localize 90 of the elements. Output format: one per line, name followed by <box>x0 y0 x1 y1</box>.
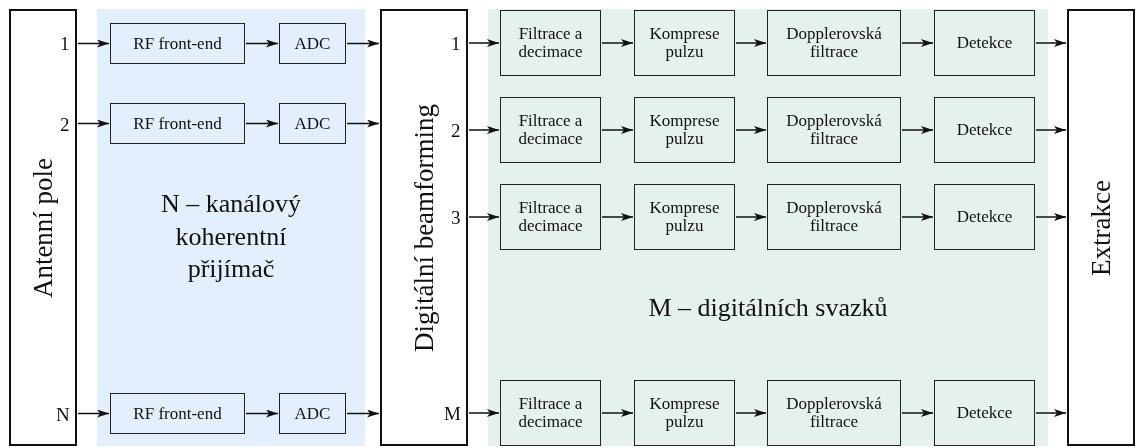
block-box <box>1067 9 1135 446</box>
process-box <box>634 184 735 250</box>
arrow <box>901 39 934 47</box>
arrow <box>601 126 634 134</box>
process-box <box>279 23 346 64</box>
port-number: 2 <box>60 114 70 134</box>
box-label: ADC <box>294 114 331 133</box>
arrow <box>468 39 500 47</box>
block-label: Digitální beamforming <box>408 103 440 352</box>
arrow <box>901 126 934 134</box>
arrow <box>346 39 380 48</box>
arrow <box>901 409 934 417</box>
box-label: Filtrace a decimace <box>517 395 584 431</box>
process-box <box>767 184 901 250</box>
process-box <box>767 97 901 163</box>
process-box <box>634 380 735 446</box>
block-label: Antenní pole <box>27 157 59 298</box>
box-label: RF front-end <box>133 114 222 133</box>
block-box <box>380 9 468 446</box>
port-number: 1 <box>451 33 461 53</box>
box-label: Filtrace a decimace <box>517 25 584 61</box>
process-box <box>934 10 1035 76</box>
arrow <box>1035 213 1067 221</box>
process-box <box>500 97 601 163</box>
arrow <box>468 409 500 417</box>
process-box <box>634 97 735 163</box>
box-label: RF front-end <box>133 34 222 53</box>
block-box <box>9 9 77 446</box>
arrow <box>735 39 767 47</box>
arrow <box>346 119 380 128</box>
box-label: Detekce <box>956 34 1013 52</box>
arrow <box>245 39 279 48</box>
group-panel <box>97 9 365 446</box>
box-label: Dopplerovská filtrace <box>785 395 883 431</box>
box-label: Detekce <box>956 404 1013 422</box>
process-box <box>934 97 1035 163</box>
box-label: Dopplerovská filtrace <box>785 25 883 61</box>
arrow <box>601 39 634 47</box>
box-label: Komprese pulzu <box>648 112 721 148</box>
process-box <box>279 393 346 434</box>
arrow <box>468 126 500 134</box>
port-number: 1 <box>60 33 70 53</box>
process-box <box>500 10 601 76</box>
process-box <box>500 380 601 446</box>
process-box <box>934 380 1035 446</box>
arrow <box>468 213 500 221</box>
process-box <box>110 23 245 64</box>
arrow <box>735 409 767 417</box>
box-label: Dopplerovská filtrace <box>785 112 883 148</box>
block-label: Extrakce <box>1085 179 1117 276</box>
arrow <box>245 409 279 418</box>
group-label: M – digitálních svazků <box>648 292 888 324</box>
port-number: M <box>444 403 461 423</box>
box-label: Detekce <box>956 208 1013 226</box>
box-label: Komprese pulzu <box>648 395 721 431</box>
process-box <box>767 380 901 446</box>
process-box <box>279 103 346 144</box>
box-label: Detekce <box>956 121 1013 139</box>
arrow <box>77 119 110 128</box>
port-number: 2 <box>451 120 461 140</box>
arrow <box>735 126 767 134</box>
box-label: ADC <box>294 34 331 53</box>
process-box <box>634 10 735 76</box>
arrow <box>901 213 934 221</box>
box-label: Filtrace a decimace <box>517 112 584 148</box>
process-box <box>500 184 601 250</box>
port-number: 3 <box>451 207 461 227</box>
port-number: N <box>56 404 70 424</box>
arrow <box>601 409 634 417</box>
group-label: N – kanálový koherentní přijímač <box>159 188 303 285</box>
arrow <box>346 409 380 418</box>
arrow <box>1035 409 1067 417</box>
box-label: Dopplerovská filtrace <box>785 199 883 235</box>
process-box <box>767 10 901 76</box>
process-box <box>110 103 245 144</box>
box-label: ADC <box>294 404 331 423</box>
arrow <box>77 39 110 48</box>
box-label: Komprese pulzu <box>648 25 721 61</box>
group-panel <box>488 9 1048 446</box>
box-label: Komprese pulzu <box>648 199 721 235</box>
arrow <box>601 213 634 221</box>
arrow <box>77 409 110 418</box>
process-box <box>934 184 1035 250</box>
arrow <box>245 119 279 128</box>
arrow <box>1035 126 1067 134</box>
box-label: Filtrace a decimace <box>517 199 584 235</box>
process-box <box>110 393 245 434</box>
arrow <box>1035 39 1067 47</box>
box-label: RF front-end <box>133 404 222 423</box>
arrow <box>735 213 767 221</box>
